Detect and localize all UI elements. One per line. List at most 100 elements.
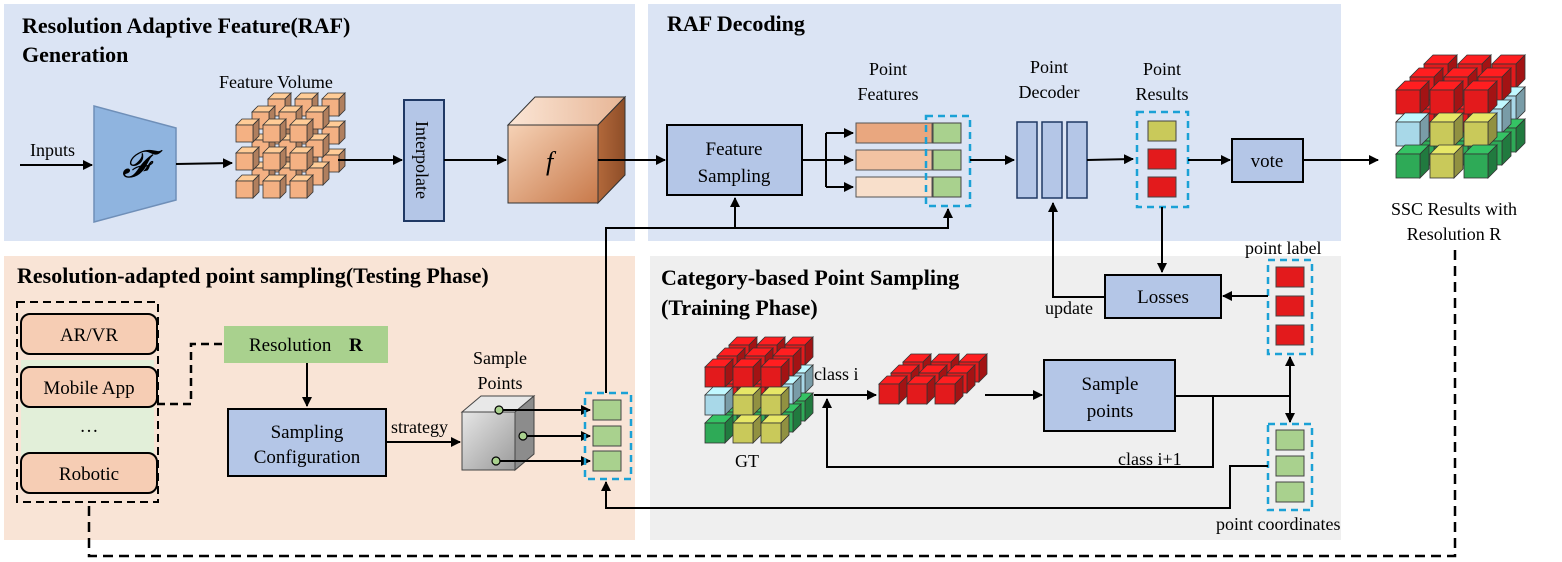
resolution-label: Resolution bbox=[249, 335, 332, 356]
vote-label: vote bbox=[1251, 151, 1284, 172]
point-coord-cell-3 bbox=[932, 176, 962, 198]
ssc-output-label-2: Resolution R bbox=[1407, 224, 1502, 244]
sampled-coord-cell-3 bbox=[592, 450, 622, 472]
feature-voxel bbox=[289, 174, 314, 199]
arrow-train-coords-to-sampled bbox=[601, 465, 1268, 509]
gt-voxel bbox=[732, 414, 762, 444]
feature-symbol: f bbox=[546, 147, 557, 176]
losses-box bbox=[1104, 274, 1222, 319]
class-i-voxel bbox=[934, 375, 964, 405]
decoder-layer-2 bbox=[1041, 121, 1063, 199]
decoder-layer-3 bbox=[1066, 121, 1088, 199]
interpolate-label: Interpolate bbox=[412, 121, 432, 199]
gt-voxel bbox=[704, 414, 734, 444]
ssc-voxel bbox=[1463, 144, 1498, 179]
ssc-voxel bbox=[1429, 112, 1464, 147]
ssc-voxel bbox=[1429, 80, 1464, 115]
arrow-update bbox=[1048, 202, 1105, 298]
point-label-cell-1 bbox=[1275, 266, 1305, 288]
gt-voxel bbox=[732, 358, 762, 388]
gt-voxel bbox=[704, 358, 734, 388]
feature-sampling-label-1: Feature bbox=[706, 139, 763, 160]
testing-phase-title: Resolution-adapted point sampling(Testin… bbox=[17, 263, 489, 288]
sample-points-label-1: Sample bbox=[473, 348, 527, 368]
point-features-label-1: Point bbox=[869, 59, 907, 79]
feature-volume-cubes bbox=[235, 92, 346, 199]
point-feature-bar-1 bbox=[855, 122, 933, 144]
point-coord-cell-1 bbox=[932, 122, 962, 144]
raf-generation-title-2: Generation bbox=[22, 42, 128, 67]
feature-voxel bbox=[289, 146, 314, 171]
sample-point-dot-1 bbox=[494, 405, 504, 415]
point-label-dashed-frame bbox=[1266, 258, 1314, 356]
point-result-1 bbox=[1147, 120, 1177, 142]
point-features-label-2: Features bbox=[858, 84, 919, 104]
point-result-3 bbox=[1147, 176, 1177, 198]
point-label-cell-3 bbox=[1275, 324, 1305, 346]
feature-voxel bbox=[235, 174, 260, 199]
sampling-config-box bbox=[227, 408, 387, 477]
arrow-class-loop bbox=[822, 396, 1214, 468]
dashed-app-resolution bbox=[157, 342, 222, 406]
point-decoder-label-2: Decoder bbox=[1019, 82, 1080, 102]
class-i-voxel bbox=[906, 375, 936, 405]
point-feature-bar-2 bbox=[855, 149, 933, 171]
sampled-coord-cell-1 bbox=[592, 399, 622, 421]
feature-sampling-box bbox=[666, 124, 803, 196]
app-robotic-label: Robotic bbox=[59, 464, 119, 485]
gt-voxels bbox=[704, 336, 814, 444]
class-i-voxels bbox=[878, 353, 988, 405]
point-label-text: point label bbox=[1245, 238, 1321, 258]
resolution-symbol: R bbox=[349, 335, 363, 356]
class-i-plus-1-label: class i+1 bbox=[1118, 449, 1182, 469]
decoder-layer-1 bbox=[1016, 121, 1038, 199]
ssc-voxel bbox=[1463, 80, 1498, 115]
ssc-voxel bbox=[1429, 144, 1464, 179]
raf-decoding-title: RAF Decoding bbox=[667, 11, 805, 36]
dashed-output-loop bbox=[87, 250, 1457, 558]
training-phase-title-1: Category-based Point Sampling bbox=[661, 265, 959, 290]
train-coord-cell-3 bbox=[1275, 481, 1305, 503]
gt-voxel bbox=[760, 358, 790, 388]
gt-voxel bbox=[760, 386, 790, 416]
gt-voxel bbox=[760, 414, 790, 444]
ssc-voxel bbox=[1395, 144, 1430, 179]
ssc-voxel bbox=[1395, 80, 1430, 115]
sample-points-train-label-1: Sample bbox=[1082, 374, 1139, 395]
point-result-2 bbox=[1147, 148, 1177, 170]
feature-voxel bbox=[262, 146, 287, 171]
train-coord-cell-1 bbox=[1275, 429, 1305, 451]
arrow-coords-to-features bbox=[735, 208, 953, 229]
raf-generation-title-1: Resolution Adaptive Feature(RAF) bbox=[22, 13, 350, 38]
strategy-label: strategy bbox=[391, 417, 448, 437]
feature-voxel bbox=[235, 146, 260, 171]
encoder-trapezoid bbox=[93, 105, 177, 223]
point-decoder-label-1: Point bbox=[1030, 57, 1068, 77]
vote-box bbox=[1231, 138, 1304, 183]
sampling-config-label-1: Sampling bbox=[271, 422, 344, 443]
resolution-box bbox=[224, 326, 388, 363]
gt-voxel bbox=[732, 386, 762, 416]
arrow-coords-to-sampling bbox=[605, 197, 740, 393]
update-label: update bbox=[1045, 298, 1093, 318]
sample-points-label-2: Points bbox=[477, 373, 522, 393]
training-phase-title-2: (Training Phase) bbox=[661, 295, 818, 320]
class-i-label: class i bbox=[814, 364, 859, 384]
ssc-voxel bbox=[1395, 112, 1430, 147]
gt-label: GT bbox=[735, 451, 759, 471]
app-mobile bbox=[20, 366, 158, 408]
point-results-label-1: Point bbox=[1143, 59, 1181, 79]
interpolate-box bbox=[403, 99, 445, 222]
sample-point-dot-3 bbox=[491, 456, 501, 466]
sample-points-train-box bbox=[1043, 359, 1176, 432]
ssc-result-voxels bbox=[1395, 54, 1526, 179]
app-mobile-label: Mobile App bbox=[43, 378, 134, 399]
point-coordinates-label: point coordinates bbox=[1216, 514, 1340, 534]
sample-point-dot-2 bbox=[518, 431, 528, 441]
sampling-config-label-2: Configuration bbox=[254, 447, 361, 468]
class-i-voxel bbox=[878, 375, 908, 405]
feature-voxel bbox=[262, 118, 287, 143]
feature-voxel bbox=[262, 174, 287, 199]
ssc-voxel bbox=[1463, 112, 1498, 147]
